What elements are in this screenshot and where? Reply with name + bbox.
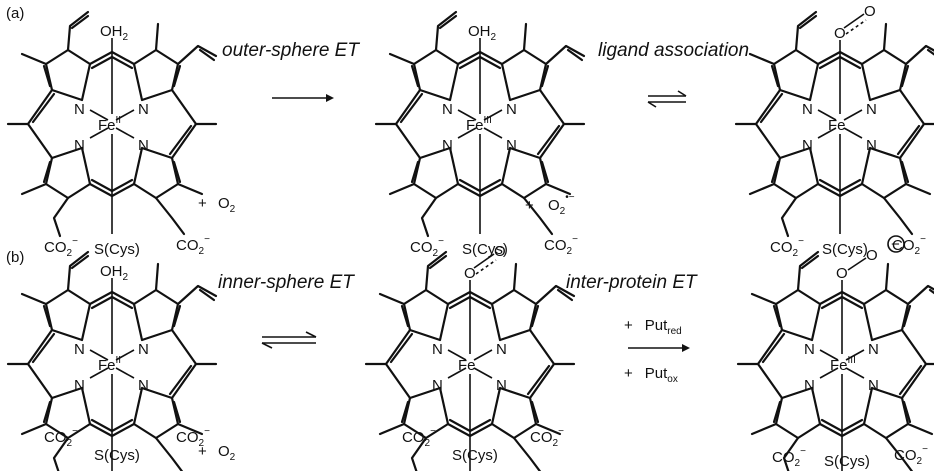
pyrrole-n-3: N bbox=[432, 377, 443, 394]
cysteine-thiolate: S(Cys) bbox=[94, 447, 140, 464]
carboxylate-right: CO2− bbox=[176, 426, 210, 449]
metal-center: FeII bbox=[98, 115, 121, 134]
superoxide: O2•− bbox=[548, 192, 575, 217]
pyrrole-n-4: N bbox=[506, 137, 517, 154]
pyrrole-n-1: N bbox=[74, 101, 85, 118]
step-ligand-association: ligand association bbox=[598, 40, 749, 61]
negative-charge: − bbox=[891, 236, 900, 253]
carboxylate-left: CO2− bbox=[44, 426, 78, 449]
metal-center: FeIII bbox=[466, 115, 492, 134]
carboxylate-left: CO2− bbox=[44, 236, 78, 259]
heme-fe-ii-aqua: OH2 FeII N N N N CO2− CO2− S(Cys) bbox=[6, 250, 218, 471]
equilibrium-arrow bbox=[647, 90, 687, 108]
cysteine-thiolate: S(Cys) bbox=[462, 241, 508, 258]
pyrrole-n-2: N bbox=[138, 341, 149, 358]
panel-b-label: (b) bbox=[6, 249, 24, 266]
dioxygen: O2 bbox=[218, 443, 236, 463]
reagent-put-ox: +Putox bbox=[624, 365, 678, 385]
axial-ligand: OH2 bbox=[100, 263, 129, 283]
pyrrole-n-3: N bbox=[442, 137, 453, 154]
oxygen-distal: O bbox=[494, 243, 506, 260]
oxygen-distal: O bbox=[864, 3, 876, 20]
dioxygen: O2 bbox=[218, 195, 236, 215]
pyrrole-n-2: N bbox=[138, 101, 149, 118]
carboxylate-right: CO2− bbox=[176, 234, 210, 257]
pyrrole-n-4: N bbox=[868, 377, 879, 394]
pyrrole-n-3: N bbox=[74, 377, 85, 394]
carboxylate-left: CO2− bbox=[772, 446, 806, 469]
cysteine-thiolate: S(Cys) bbox=[452, 447, 498, 464]
axial-ligand: OH2 bbox=[100, 23, 129, 43]
carboxylate-left: CO2− bbox=[402, 426, 436, 449]
plus-sign: + bbox=[525, 197, 534, 214]
plus-sign: + bbox=[198, 443, 207, 460]
pyrrole-n-3: N bbox=[804, 377, 815, 394]
heme-fe-ii-aqua: OH2 FeII N N N N CO2− CO2− S(Cys) bbox=[6, 10, 218, 259]
step-inner-sphere-et: inner-sphere ET bbox=[218, 272, 355, 293]
panel-a-label: (a) bbox=[6, 5, 24, 22]
pyrrole-n-4: N bbox=[138, 377, 149, 394]
carboxylate-left: CO2− bbox=[770, 236, 804, 259]
metal-center: Fe bbox=[828, 117, 846, 134]
oxygen-proximal: O bbox=[834, 25, 846, 42]
metal-center: FeII bbox=[98, 355, 121, 374]
metal-center: FeIII bbox=[830, 355, 856, 374]
forward-arrow bbox=[272, 94, 334, 102]
cysteine-thiolate: S(Cys) bbox=[824, 453, 870, 470]
heme-fe-iii-superoxo: O O − FeIII N N N N CO2− CO2− S(Cys) bbox=[736, 235, 934, 471]
heme-fe-dioxygen: O O Fe N N N N CO2− CO2− S(Cys) bbox=[364, 243, 576, 471]
reagent-put-red: +Putred bbox=[624, 317, 682, 337]
carboxylate-right: CO2− bbox=[530, 426, 564, 449]
pyrrole-n-3: N bbox=[74, 137, 85, 154]
pyrrole-n-1: N bbox=[432, 341, 443, 358]
pyrrole-n-4: N bbox=[496, 377, 507, 394]
oxygen-proximal: O bbox=[464, 265, 476, 282]
axial-ligand: OH2 bbox=[468, 23, 497, 43]
heme-fe-dioxygen: O O Fe N N N N CO2− CO2− S(Cys) bbox=[734, 3, 934, 259]
cysteine-thiolate: S(Cys) bbox=[94, 241, 140, 258]
carboxylate-left: CO2− bbox=[410, 236, 444, 259]
metal-center: Fe bbox=[458, 357, 476, 374]
pyrrole-n-1: N bbox=[74, 341, 85, 358]
step-inter-protein-et: inter-protein ET bbox=[566, 272, 698, 293]
pyrrole-n-2: N bbox=[868, 341, 879, 358]
pyrrole-n-2: N bbox=[496, 341, 507, 358]
carboxylate-right: CO2− bbox=[544, 234, 578, 257]
oxygen-proximal: O bbox=[836, 265, 848, 282]
pyrrole-n-2: N bbox=[866, 101, 877, 118]
pyrrole-n-4: N bbox=[138, 137, 149, 154]
plus-sign: + bbox=[198, 195, 207, 212]
negative-charge-icon bbox=[887, 235, 905, 253]
step-outer-sphere-et: outer-sphere ET bbox=[222, 40, 360, 61]
pyrrole-n-4: N bbox=[866, 137, 877, 154]
carboxylate-right: CO2− bbox=[894, 444, 928, 467]
pyrrole-n-1: N bbox=[802, 101, 813, 118]
equilibrium-arrow bbox=[261, 331, 317, 349]
heme-fe-iii-aqua: OH2 FeIII N N N N CO2− CO2− S(Cys) bbox=[374, 10, 586, 259]
oxygen-distal: O bbox=[866, 247, 878, 264]
cysteine-thiolate: S(Cys) bbox=[822, 241, 868, 258]
pyrrole-n-2: N bbox=[506, 101, 517, 118]
pyrrole-n-3: N bbox=[802, 137, 813, 154]
pyrrole-n-1: N bbox=[442, 101, 453, 118]
pyrrole-n-1: N bbox=[804, 341, 815, 358]
forward-arrow bbox=[628, 344, 690, 352]
